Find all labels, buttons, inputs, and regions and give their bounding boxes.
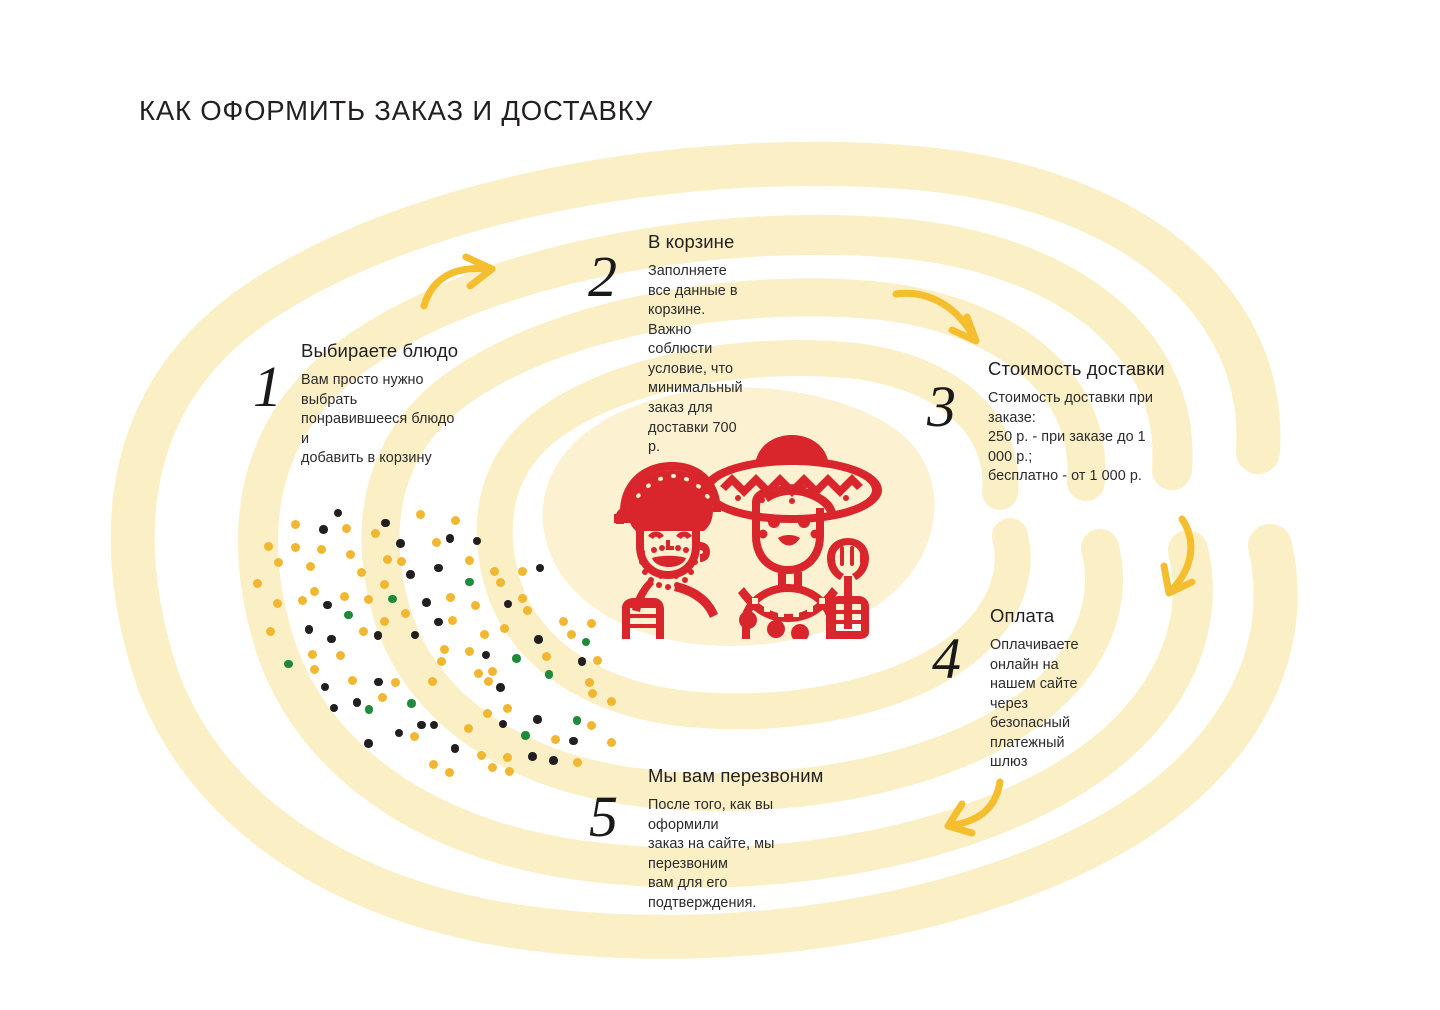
step-3-number: 3 <box>927 374 956 439</box>
step-4-number: 4 <box>932 626 961 691</box>
two-mexican-cooks-illustration <box>614 435 882 639</box>
step-1-body: Выбираете блюдо Вам просто нужно выбрать… <box>301 340 458 469</box>
arrow-step1-to-step2 <box>420 253 496 310</box>
step-4-text: Оплачиваете онлайн на нашем сайте через … <box>990 637 1079 771</box>
step-5-heading: Мы вам перезвоним <box>648 765 824 786</box>
step-2-body: В корзине Заполняете все данные в корзин… <box>648 231 743 458</box>
step-1-number: 1 <box>253 354 282 419</box>
step-3-heading: Стоимость доставки <box>988 358 1165 379</box>
arrow-step4-to-step5 <box>944 778 1004 837</box>
step-1-text: Вам просто нужно выбрать понравившееся б… <box>301 372 455 467</box>
step-3-text: Стоимость доставки при заказе: 250 р. - … <box>988 390 1153 485</box>
step-2-text: Заполняете все данные в корзине. Важно с… <box>648 263 743 456</box>
spiral-band-3 <box>361 278 1123 812</box>
arrow-step3-to-step4 <box>1160 515 1196 597</box>
step-5-number: 5 <box>589 784 618 849</box>
spiral-center-blob <box>542 387 935 646</box>
step-2-heading: В корзине <box>648 231 735 252</box>
page-title: КАК ОФОРМИТЬ ЗАКАЗ И ДОСТАВКУ <box>139 95 654 126</box>
step-5-body: Мы вам перезвоним После того, как вы офо… <box>648 765 823 913</box>
step-3-body: Стоимость доставки Стоимость доставки пр… <box>988 358 1165 487</box>
step-2-number: 2 <box>588 244 617 309</box>
arrow-step2-to-step3 <box>892 289 980 345</box>
spiral-band-1 <box>110 141 1298 959</box>
step-4-body: Оплата Оплачиваете онлайн на нашем сайте… <box>990 605 1079 773</box>
step-5-text: После того, как вы оформили заказ на сай… <box>648 797 775 911</box>
step-4-heading: Оплата <box>990 605 1055 626</box>
step-1-heading: Выбираете блюдо <box>301 340 459 361</box>
